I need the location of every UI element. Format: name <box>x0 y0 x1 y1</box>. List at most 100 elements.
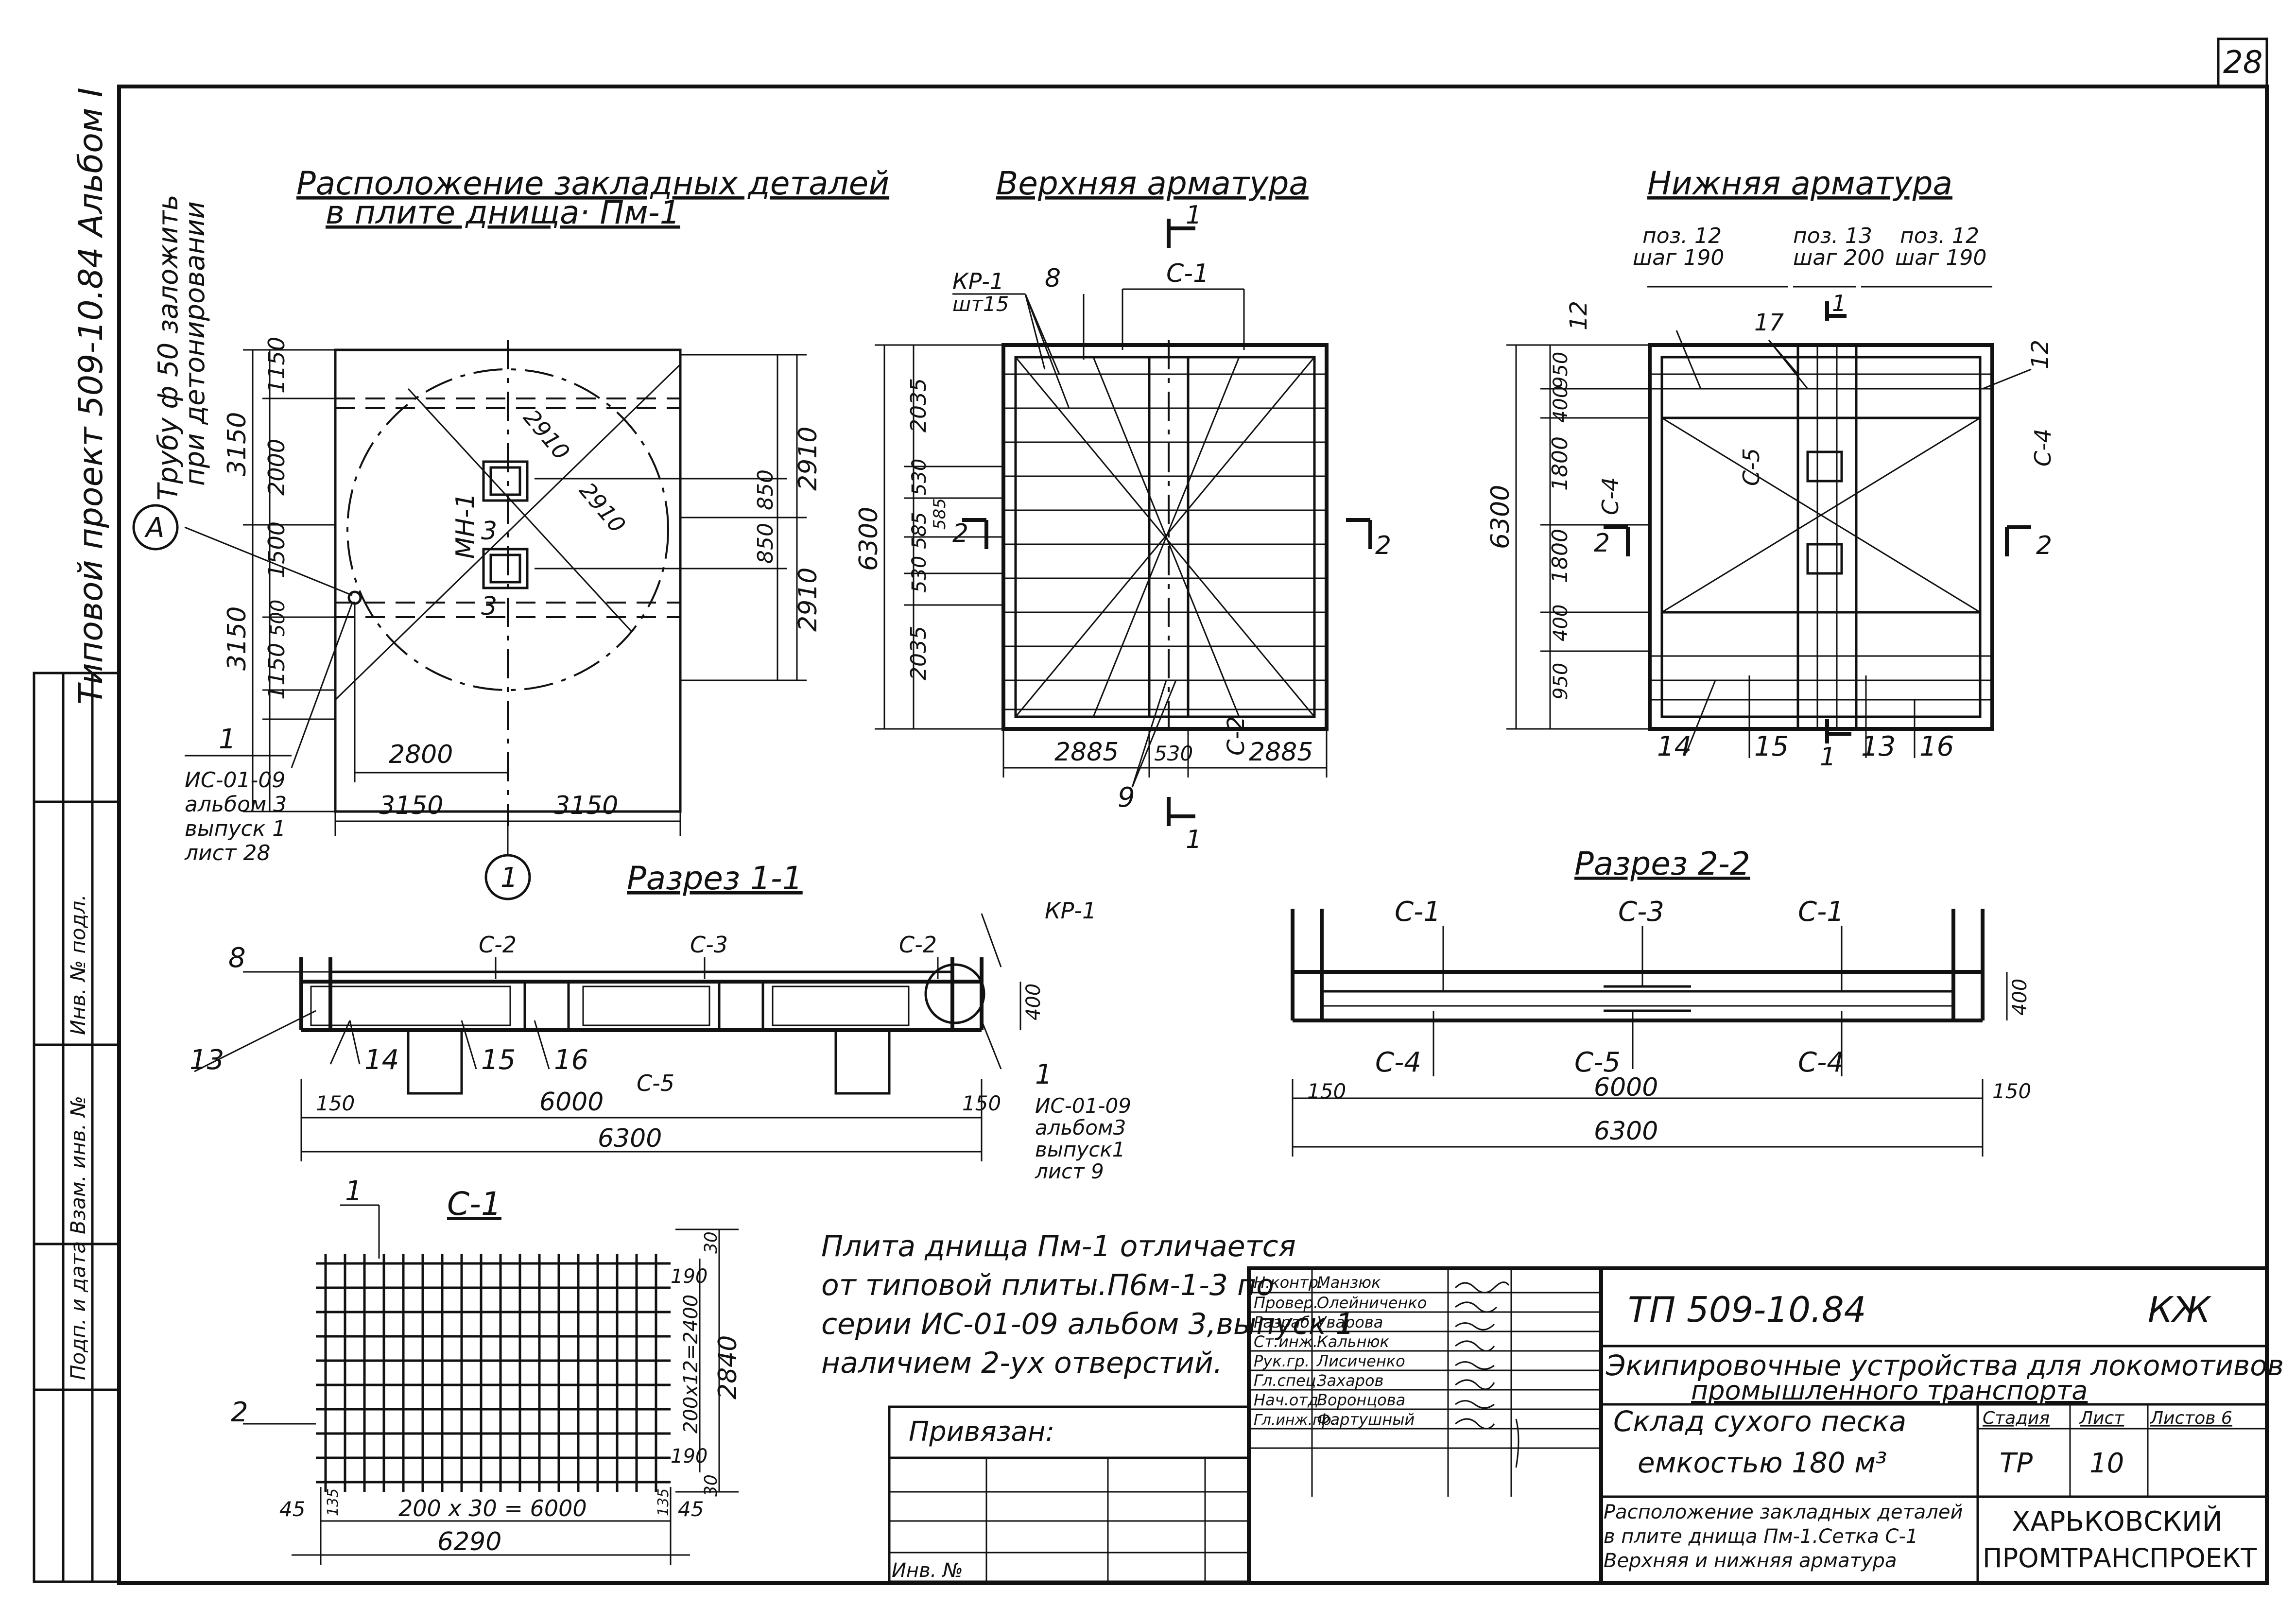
lower-c4-right: С-4 <box>2030 429 2056 467</box>
section11-ref-1: ИС-01-09 <box>1035 1094 1131 1118</box>
embedded-dim-3150-left-top: 3150 <box>223 412 252 476</box>
lower-n14: 14 <box>1657 731 1692 762</box>
section11-c2-left: С-2 <box>479 932 517 958</box>
lower-dim-400-top: 400 <box>1550 386 1572 423</box>
upper-dim-2885-left: 2885 <box>1054 738 1119 767</box>
tb-project-code: ТП 509-10.84 <box>1628 1289 1866 1330</box>
upper-dim-2885-right: 2885 <box>1249 738 1313 767</box>
embedded-dim-850-bot: 850 <box>753 523 778 564</box>
mesh-d190-bot: 190 <box>671 1445 708 1468</box>
upper-cut1-top: 1 <box>1186 201 1202 230</box>
tb-role-1: Провер. <box>1254 1294 1318 1312</box>
embedded-title-1: Расположение закладных деталей <box>296 165 889 202</box>
axis-1-bubble <box>484 854 531 900</box>
tb-org-2: ПРОМТРАНСПРОЕКТ <box>1983 1543 2257 1573</box>
section11-d6300: 6300 <box>598 1124 662 1153</box>
embedded-dim-2800: 2800 <box>389 740 453 769</box>
section22-c5: С-5 <box>1574 1047 1621 1078</box>
upper-pos8: 8 <box>1045 264 1061 293</box>
tb-role-4: Рук.гр. <box>1254 1352 1310 1370</box>
embedded-ref-1: ИС-01-09 <box>185 768 285 793</box>
tb-drawing-1: Расположение закладных деталей <box>1604 1501 1963 1523</box>
tb-stage-header: Стадия <box>1983 1408 2050 1428</box>
tb-role-2: Разраб. <box>1254 1313 1315 1331</box>
lower-n12-left: 12 <box>1565 301 1592 330</box>
tb-mark: КЖ <box>2148 1289 2212 1330</box>
embedded-dim-3150-bot-left: 3150 <box>379 791 443 820</box>
embedded-dim-2910-bot: 2910 <box>794 568 823 632</box>
section-2-2 <box>1291 909 2008 1157</box>
upper-dim-585-b: 585 <box>908 512 931 549</box>
section22-d150-right: 150 <box>1992 1079 2031 1103</box>
embedded-dim-1500: 1500 <box>263 521 290 578</box>
side-album-label: Типовой проект 509-10.84 Альбом I <box>72 87 110 705</box>
tb-name-1: Олейниченко <box>1317 1294 1427 1312</box>
tb-building-1: Склад сухого песка <box>1613 1405 1906 1438</box>
mesh-d45-left: 45 <box>279 1497 305 1521</box>
section11-ref-2: альбом3 <box>1035 1116 1126 1140</box>
tb-object-1: Экипировочные устройства для локомотивов <box>1605 1349 2284 1382</box>
upper-c2: С-2 <box>1223 716 1250 756</box>
embedded-radius-1: 2910 <box>518 404 575 465</box>
upper-dim-585-a: 585 <box>930 498 949 530</box>
section11-c3: С-3 <box>690 932 728 958</box>
section22-c4-left: С-4 <box>1375 1047 1421 1078</box>
tb-role-0: Н.контр. <box>1254 1273 1323 1292</box>
embedded-dim-3150-left-bot: 3150 <box>223 606 252 671</box>
lower-n13: 13 <box>1861 731 1896 762</box>
upper-dim-530-bot: 530 <box>908 556 931 593</box>
upper-title: Верхняя арматура <box>996 165 1309 202</box>
tb-object-2: промышленного транспорта <box>1691 1375 2088 1406</box>
lower-cut1-top: 1 <box>1832 290 1846 316</box>
upper-kr-qty: шт15 <box>952 292 1009 316</box>
side-stamp-c1: Взам. инв. № <box>66 1096 90 1234</box>
upper-cut1-bot: 1 <box>1186 825 1202 854</box>
lower-step-left: шаг 190 <box>1633 245 1724 270</box>
tb-drawing-3: Верхняя и нижняя арматура <box>1604 1550 1897 1572</box>
lower-n12-right: 12 <box>2027 340 2054 369</box>
lower-c4-left: С-4 <box>1597 477 1623 515</box>
side-stamp-c2: Подп. и дата <box>66 1241 90 1380</box>
upper-c1: С-1 <box>1166 259 1209 288</box>
upper-dim-530-top: 530 <box>908 459 931 496</box>
embedded-ref-3: выпуск 1 <box>185 816 286 841</box>
section11-callout-1: 1 <box>1035 1059 1053 1090</box>
lower-dim-950-bot: 950 <box>1550 663 1572 700</box>
tb-name-4: Лисиченко <box>1316 1352 1405 1370</box>
section22-d6300: 6300 <box>1594 1117 1658 1146</box>
binding-inv: Инв. № <box>892 1559 963 1582</box>
section11-ref-4: лист 9 <box>1035 1159 1104 1183</box>
mesh-d45-right: 45 <box>678 1497 704 1521</box>
embedded-parts-view: Расположение закладных деталей в плите д… <box>184 165 889 855</box>
lower-step-mid: шаг 200 <box>1793 245 1884 270</box>
embedded-callout-1: 1 <box>219 724 236 755</box>
upper-cut2-left: 2 <box>952 519 968 548</box>
title-block <box>1247 1266 2269 1585</box>
mesh-d135-left: 135 <box>325 1488 342 1516</box>
section22-d150-left: 150 <box>1307 1079 1346 1103</box>
tb-drawing-2: в плите днища Пм-1.Сетка С-1 <box>1604 1525 1918 1548</box>
embedded-dim-3150-bot-right: 3150 <box>554 791 618 820</box>
lower-cut2-left: 2 <box>1594 529 1610 558</box>
embedded-label-3b: 3 <box>481 592 497 621</box>
section11-c2-right: С-2 <box>899 932 937 958</box>
corner-sheet-number: 28 <box>2223 45 2262 81</box>
tb-building-2: емкостью 180 м³ <box>1638 1446 1887 1479</box>
tb-sheet-no: 10 <box>2089 1448 2124 1479</box>
tb-role-3: Ст.инж. <box>1254 1332 1318 1351</box>
upper-kr-label: КР-1 <box>952 268 1004 294</box>
section11-n14: 14 <box>364 1044 399 1076</box>
tb-sheet-header: Лист <box>2079 1408 2124 1428</box>
section11-d150-right: 150 <box>962 1091 1001 1115</box>
tb-name-0: Манзюк <box>1317 1273 1381 1292</box>
tb-sheets-header: Листов 6 <box>2149 1408 2232 1428</box>
lower-c5: С-5 <box>1738 448 1764 486</box>
lower-cut1-bot: 1 <box>1820 743 1836 772</box>
note-line-4: наличием 2-ух отверстий. <box>821 1346 1223 1380</box>
embedded-label-mn: МН-1 <box>451 493 480 559</box>
lower-dim-1800-bot: 1800 <box>1548 529 1572 583</box>
tb-role-6: Нач.отд. <box>1254 1391 1323 1409</box>
section11-n16: 16 <box>554 1044 588 1076</box>
lower-dim-950-top: 950 <box>1550 352 1572 389</box>
